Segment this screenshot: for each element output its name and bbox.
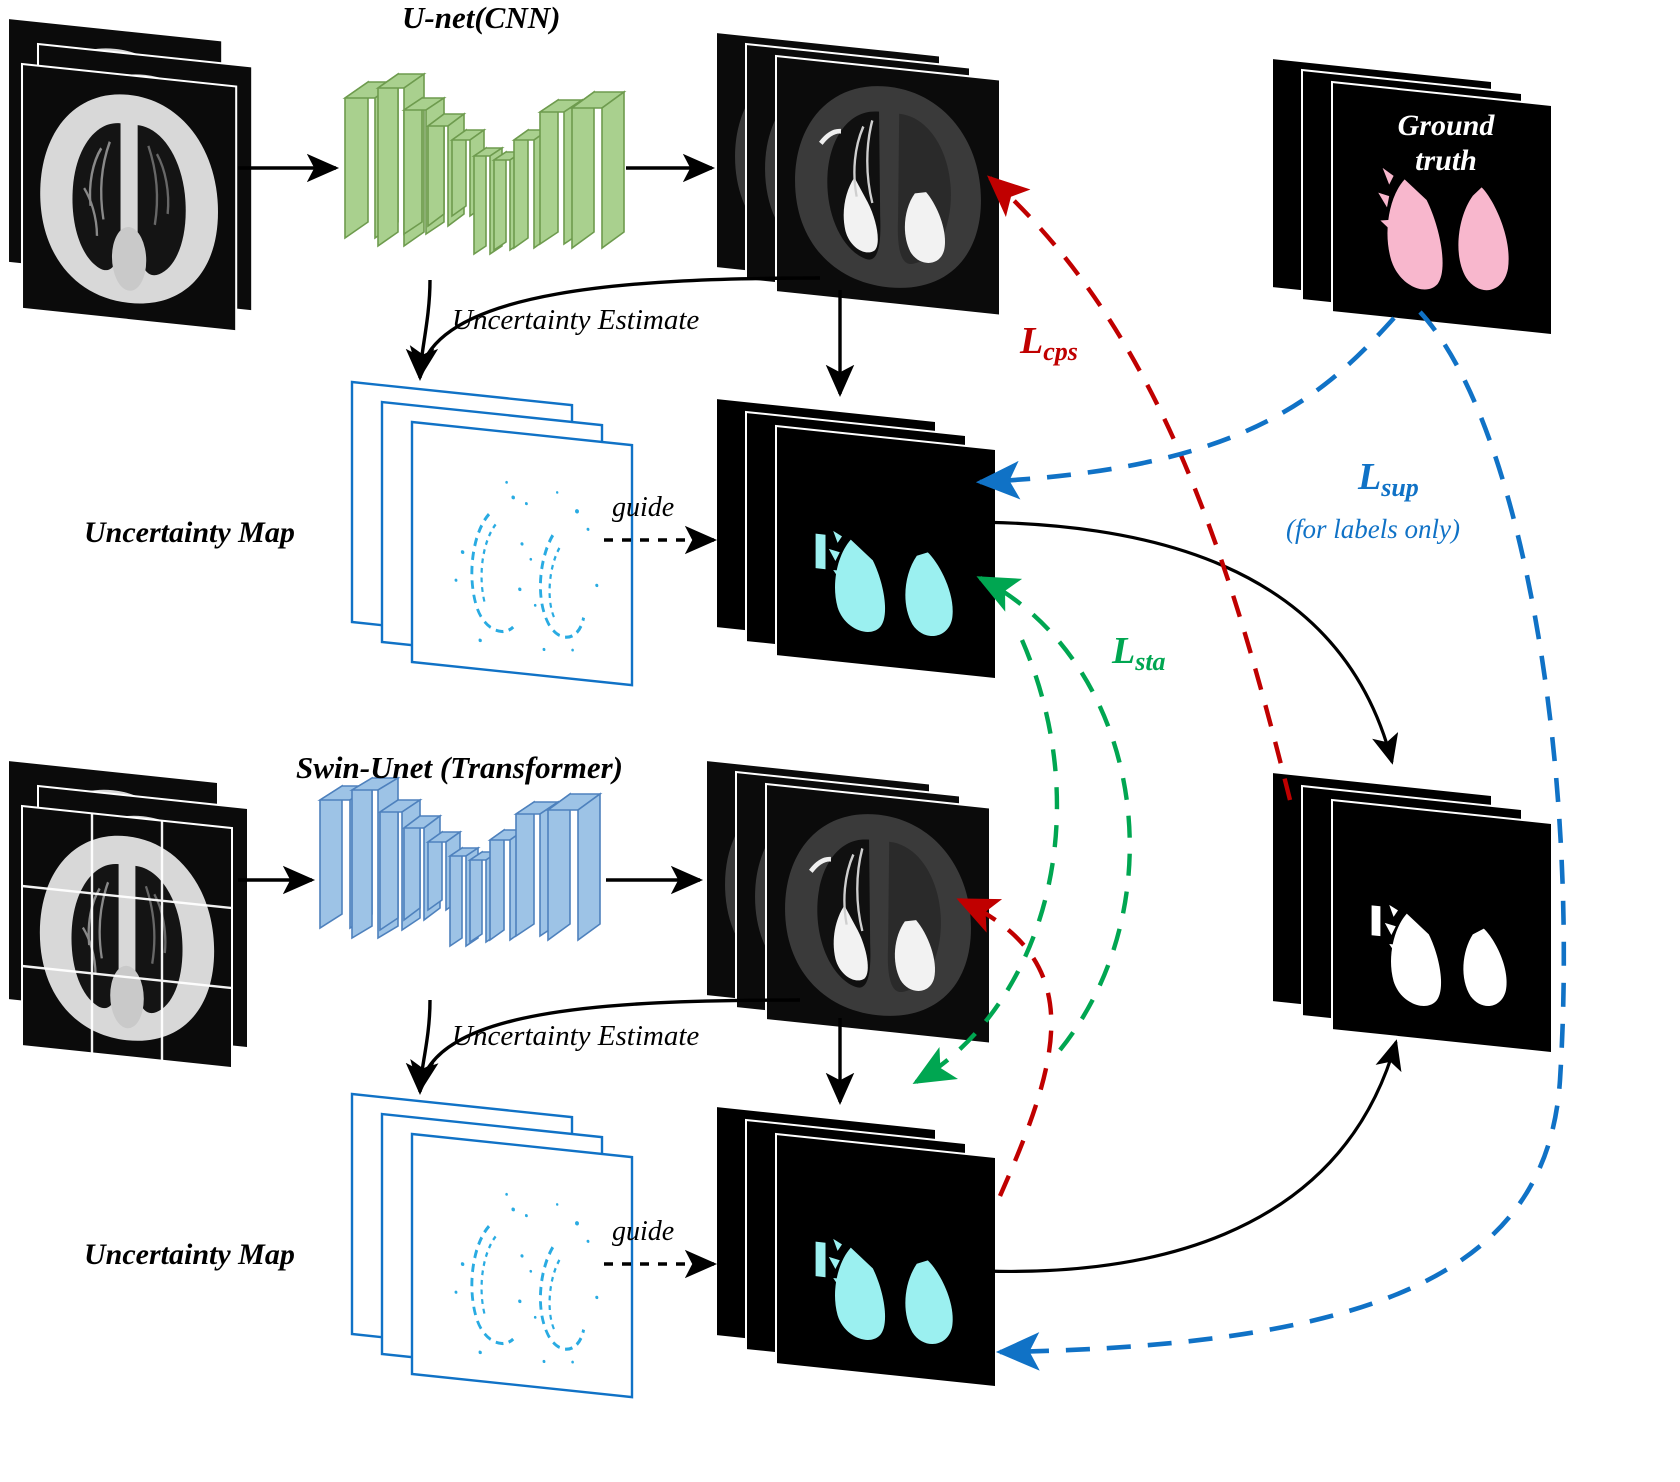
swin-unet-network-blocks [317,776,603,948]
curve-mask-bottom-to-pseudo [961,1039,1402,1273]
loss-sup-sub: sup [1381,473,1419,502]
loss-sta-arrows [912,576,1132,1084]
prediction-ct-stack-top [716,32,1000,316]
unet-title: U-net(CNN) [402,0,561,35]
uncertainty-estimate-curves [409,276,821,1094]
arrow-lcps-to-pred-bottom [956,898,1054,1197]
loss-sta-base: L [1112,630,1136,672]
unet-network-blocks [342,72,627,256]
arrow-lsup-to-mask-top [975,316,1396,500]
pseudo-label-mask-stack [1271,770,1553,1055]
cyan-mask-stack-bottom [715,1104,997,1389]
uncertainty-map-label-bottom: Uncertainty Map [84,1238,295,1271]
input-ct-stack-top [6,16,254,333]
arrow-lcps-to-pred-top [987,175,1293,801]
ground-truth-label: Ground truth [1397,109,1495,178]
arrow-lsta-up [976,576,1132,1052]
swin-unet-title: Swin-Unet (Transformer) [296,750,623,785]
guide-label-bottom: guide [612,1216,675,1247]
guide-arrows [604,525,718,1279]
arrow-lsup-to-mask-bottom [995,310,1567,1371]
loss-sup-label: Lsup [1358,456,1419,501]
loss-cps-arrows [956,175,1293,1197]
ground-truth-stack [1271,56,1553,337]
loss-sta-label: Lsta [1112,630,1166,675]
loss-sup-arrows [975,310,1567,1371]
loss-cps-label: Lcps [1020,320,1078,365]
uncertainty-map-stack-bottom [350,1092,634,1399]
guide-label-top: guide [612,492,675,523]
uncertainty-estimate-label-bottom: Uncertainty Estimate [452,1020,700,1052]
arrow-lsta-down [912,639,1060,1084]
uncertainty-map-stack-top [350,380,634,687]
curve-mask-top-to-pseudo [961,520,1399,765]
uncertainty-estimate-label-top: Uncertainty Estimate [452,304,700,336]
curve-uncertainty-estimate-bottom [410,998,801,1094]
cyan-mask-stack-top [715,396,997,681]
loss-cps-base: L [1020,320,1044,362]
loss-sup-note: (for labels only) [1286,514,1460,544]
loss-sup-base: L [1358,456,1382,498]
input-ct-stack-bottom [6,758,250,1070]
uncertainty-map-label-top: Uncertainty Map [84,516,295,549]
loss-cps-sub: cps [1043,337,1078,366]
loss-sta-sub: sta [1135,647,1166,676]
curve-uncertainty-estimate-top [409,276,821,380]
